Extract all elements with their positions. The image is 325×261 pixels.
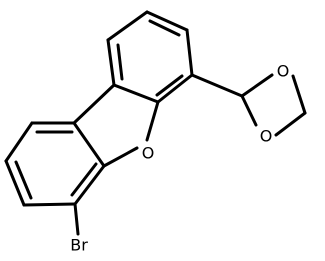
bond (145, 100, 160, 142)
bond (102, 146, 139, 168)
dioxolane-oxygen-bottom-label: O (260, 127, 273, 146)
bond (274, 111, 307, 137)
upper-benzene-ring (106, 10, 194, 104)
bond (106, 10, 149, 42)
bond (240, 73, 274, 98)
furan-oxygen-label: O (142, 144, 155, 163)
bond (72, 83, 116, 125)
bond (185, 28, 194, 77)
bond (22, 202, 77, 207)
bond (72, 121, 106, 168)
bond-inner-double (148, 19, 181, 37)
bond-inner-double (70, 162, 98, 197)
bond (240, 94, 258, 127)
bond-inner-double (116, 43, 124, 81)
bond-inner-double (14, 160, 33, 200)
bromine-label: Br (70, 236, 88, 255)
bond (4, 159, 26, 207)
lower-benzene-ring (4, 83, 116, 207)
bond (156, 73, 194, 104)
bond (73, 164, 106, 206)
bond (145, 10, 189, 32)
bond (291, 74, 307, 115)
dioxolane-ring (190, 73, 307, 137)
carbon-bromine-bond (73, 202, 80, 236)
dioxolane-oxygen-top-label: O (277, 62, 290, 81)
bond (112, 83, 160, 104)
bond (190, 73, 244, 98)
bond (4, 121, 34, 163)
furan-ring (102, 100, 160, 168)
bond-inner-double (155, 74, 184, 97)
bond (106, 38, 116, 87)
